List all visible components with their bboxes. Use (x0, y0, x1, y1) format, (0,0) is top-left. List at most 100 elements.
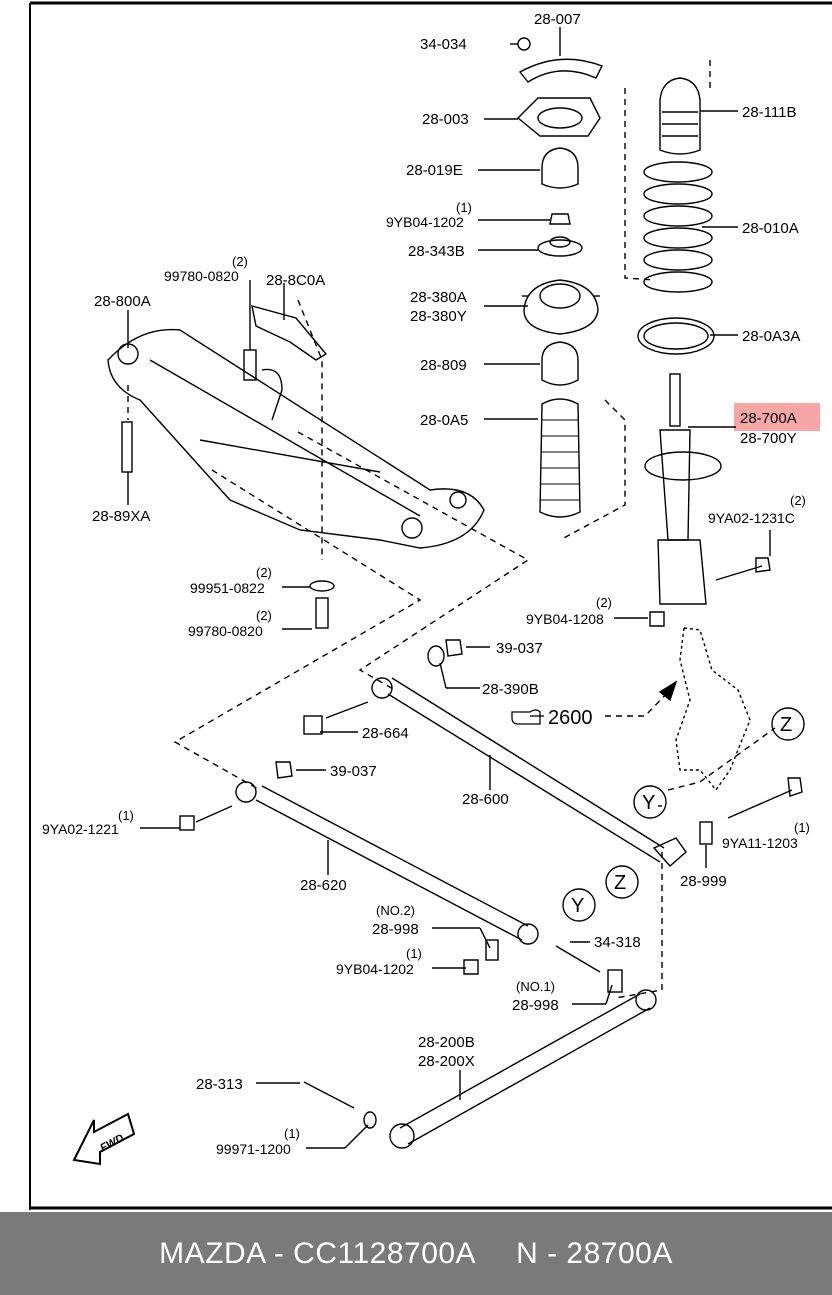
part-bolt-99780-b (315, 597, 329, 629)
highlight-box (734, 403, 820, 431)
part-28-809 (541, 341, 579, 386)
label-28-200X: 28-200X (418, 1053, 475, 1070)
part-28-343B (537, 239, 583, 257)
callout-circle-z1 (771, 707, 805, 741)
label-28-313: 28-313 (196, 1076, 243, 1093)
label-9YB04-1202-b: 9YB04-1202 (336, 961, 414, 977)
footer-catalog-number: N - 28700A (516, 1236, 673, 1270)
part-nut-9YB04-1202-b (463, 959, 479, 975)
label-28-800A: 28-800A (94, 293, 151, 310)
label-99780-0820-a: 99780-0820 (164, 268, 239, 284)
part-28-664 (303, 715, 323, 735)
part-bolt-9YA02-1221 (179, 815, 195, 831)
label-28-700Y: 28-700Y (740, 430, 797, 447)
part-bolt-9YA11-1203 (727, 789, 793, 819)
label-28-809: 28-809 (420, 357, 467, 374)
part-28-390B (427, 645, 445, 667)
label-28-8C0A: 28-8C0A (266, 272, 325, 289)
labels: 34-034 28-007 28-003 28-019E (1) 9YB04-1… (42, 11, 810, 1157)
part-28-999 (699, 821, 713, 845)
part-28-010A (643, 161, 713, 293)
callout-circle-y1 (633, 785, 667, 819)
part-28-019E (541, 147, 579, 189)
diagram-lines (107, 27, 803, 1149)
label-9YB04-1208: 9YB04-1208 (526, 611, 604, 627)
part-28-380A (523, 279, 599, 335)
label-28-89XA: 28-89XA (92, 508, 150, 525)
label-34-034: 34-034 (420, 36, 467, 53)
part-bolt-28-313 (303, 1081, 355, 1109)
part-28-700A (644, 373, 722, 605)
pointing-hand-icon (511, 709, 544, 725)
footer-text: MAZDA - CC1128700A N - 28700A (159, 1237, 673, 1271)
part-28-620 (261, 785, 529, 927)
callout-circle-y2 (562, 888, 596, 922)
callout-circle-z2 (605, 865, 639, 899)
label-34-318: 34-318 (594, 934, 641, 951)
label-qty-2d: (2) (256, 565, 272, 580)
label-z1: Z (780, 714, 792, 736)
label-28-019E: 28-019E (406, 162, 463, 179)
part-28-200B (399, 993, 641, 1129)
label-39-037-b: 39-037 (330, 763, 377, 780)
label-no1: (NO.1) (516, 979, 555, 994)
part-knuckle (675, 627, 751, 792)
label-28-999: 28-999 (680, 873, 727, 890)
part-28-0A3A (637, 317, 715, 355)
label-99951-0822: 99951-0822 (190, 580, 265, 596)
part-bolt-99780-a (243, 349, 257, 381)
part-washer-99971 (363, 1111, 377, 1129)
part-28-89XA (121, 421, 133, 473)
label-28-010A: 28-010A (742, 220, 799, 237)
label-9YA02-1221: 9YA02-1221 (42, 821, 119, 837)
label-28-0A5: 28-0A5 (420, 412, 468, 429)
label-y2: Y (571, 895, 584, 917)
label-qty-1a: (1) (456, 200, 472, 215)
label-28-620: 28-620 (300, 877, 347, 894)
footer-bar: MAZDA - CC1128700A N - 28700A (0, 1212, 832, 1295)
part-28-8C0A (251, 305, 328, 361)
label-qty-1e: (1) (284, 1126, 300, 1141)
part-bolt-34-318 (555, 945, 601, 973)
label-28-998-b: 28-998 (512, 997, 559, 1014)
label-qty-1d: (1) (406, 946, 422, 961)
label-39-037-a: 39-037 (496, 640, 543, 657)
part-nut-b (649, 611, 665, 627)
part-nut-39-037-a (445, 639, 463, 657)
label-28-200B: 28-200B (418, 1034, 475, 1051)
label-2600: 2600 (548, 707, 593, 729)
fwd-arrow-icon: FWD (72, 1112, 136, 1166)
part-28-998-no1 (607, 969, 623, 993)
label-qty-2b: (2) (596, 595, 612, 610)
part-nut-a (549, 213, 571, 225)
diagram-svg: FWD 34-034 28-007 28-003 28-019E (1) 9YB… (29, 1, 832, 1210)
part-28-998-no2 (485, 939, 499, 961)
dashed-guides (127, 60, 776, 999)
part-28-111B (659, 77, 701, 155)
part-28-007 (518, 58, 603, 83)
label-28-700A: 28-700A (740, 410, 797, 427)
label-y1: Y (642, 792, 655, 814)
label-28-007: 28-007 (534, 11, 581, 28)
label-z2: Z (614, 872, 626, 894)
label-99780-0820-b: 99780-0820 (188, 623, 263, 639)
parts-diagram: FWD 34-034 28-007 28-003 28-019E (1) 9YB… (29, 1, 832, 1210)
label-28-380Y: 28-380Y (410, 308, 467, 325)
label-28-600: 28-600 (462, 791, 509, 808)
label-99971-1200: 99971-1200 (216, 1141, 291, 1157)
label-28-998-a: 28-998 (372, 921, 419, 938)
label-no2: (NO.2) (376, 903, 415, 918)
label-28-003: 28-003 (422, 111, 469, 128)
part-washer-99951 (309, 580, 335, 592)
label-qty-1b: (1) (118, 808, 134, 823)
footer-part-number: MAZDA - CC1128700A (159, 1236, 477, 1270)
part-28-600 (391, 677, 665, 849)
label-qty-2c: (2) (232, 254, 248, 269)
label-qty-2e: (2) (256, 608, 272, 623)
label-28-343B: 28-343B (408, 243, 465, 260)
label-28-390B: 28-390B (482, 681, 539, 698)
part-28-003 (516, 97, 601, 137)
part-28-0A5 (539, 398, 581, 518)
part-nut-39-037-b (275, 761, 293, 779)
label-qty-1c: (1) (794, 820, 810, 835)
